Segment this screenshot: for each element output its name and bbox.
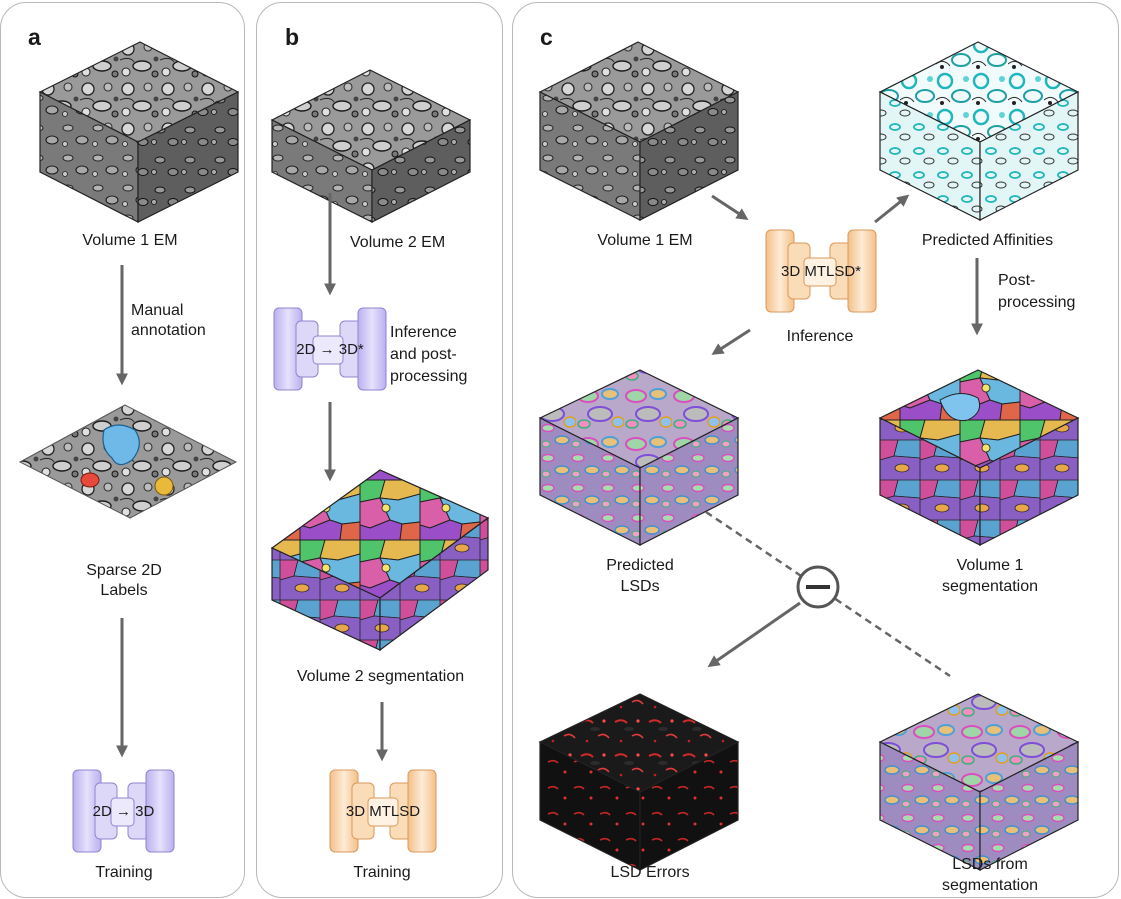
panel-c-inference-label: Inference bbox=[786, 328, 854, 345]
panel-letter-c: c bbox=[540, 24, 553, 50]
lsds-from-segmentation-cube bbox=[878, 693, 1080, 871]
panel-letter-a: a bbox=[28, 24, 41, 50]
panel-c-post-line2: processing bbox=[998, 294, 1076, 311]
panel-a-labels-line2: Labels bbox=[100, 582, 148, 599]
panel-c-seg-line1: Volume 1 bbox=[956, 557, 1024, 574]
panel-c-errors-label: LSD Errors bbox=[610, 864, 690, 881]
panel-c-post-line1: Post- bbox=[998, 272, 1036, 289]
panel-c-lsd-seg-line2: segmentation bbox=[941, 877, 1039, 894]
affinities-cube bbox=[878, 41, 1080, 221]
panel-c-volume-label: Volume 1 EM bbox=[597, 232, 693, 249]
network-2d-3d-star bbox=[273, 307, 387, 391]
panel-a-annotation-label: annotation bbox=[131, 322, 206, 339]
panel-b-segmentation-label: Volume 2 segmentation bbox=[296, 668, 465, 685]
panel-b-inference-line3: processing bbox=[390, 368, 468, 385]
panel-a-volume-label: Volume 1 EM bbox=[82, 232, 178, 249]
panel-b-training-label: Training bbox=[353, 864, 411, 881]
panel-b-inference-line1: Inference bbox=[390, 324, 457, 341]
volume1-em-cube-c bbox=[538, 41, 740, 221]
label-red-region bbox=[80, 472, 100, 488]
panel-c-affinities-label: Predicted Affinities bbox=[921, 232, 1054, 249]
label-yellow-region bbox=[154, 476, 174, 496]
volume2-segmentation-cube bbox=[270, 469, 490, 652]
arrow-c-to-errors bbox=[707, 601, 801, 668]
panel-c-pred-lsd-line1: Predicted bbox=[606, 557, 674, 574]
panel-a-manual-label: Manual bbox=[131, 302, 184, 319]
arrow-c-em-to-net bbox=[711, 194, 749, 220]
network-3d-mtlsd-star bbox=[765, 229, 877, 313]
lsd-errors-cube bbox=[538, 693, 740, 871]
arrow-c-net-to-affinities bbox=[874, 194, 910, 224]
panel-a-network-text: 2D → 3D bbox=[92, 803, 155, 820]
sparse-labels-slice bbox=[18, 404, 238, 519]
network-2d-3d-a bbox=[72, 769, 175, 853]
panel-b-network2-text: 3D MTLSD bbox=[345, 803, 421, 820]
panel-a-labels-line1: Sparse 2D bbox=[86, 562, 162, 579]
panel-c-seg-line2: segmentation bbox=[941, 578, 1039, 595]
panel-a-training-label: Training bbox=[95, 864, 153, 881]
network-3d-mtlsd-b bbox=[329, 769, 437, 853]
panel-b-inference-line2: and post- bbox=[390, 346, 457, 363]
volume1-em-cube-a bbox=[38, 41, 240, 223]
panel-c-network-text: 3D MTLSD* bbox=[780, 263, 862, 280]
panel-b-network-text: 2D → 3D* bbox=[296, 341, 364, 358]
panel-letter-b: b bbox=[285, 24, 300, 50]
volume1-segmentation-cube bbox=[878, 369, 1080, 546]
panel-c-lsd-seg-line1: LSDs from bbox=[952, 856, 1028, 873]
volume2-em-cube bbox=[270, 69, 472, 223]
panel-c-pred-lsd-line2: LSDs bbox=[620, 578, 660, 595]
label-blue-region bbox=[102, 424, 140, 466]
predicted-lsds-cube bbox=[538, 369, 740, 546]
panel-b-volume-label: Volume 2 EM bbox=[350, 234, 446, 251]
arrow-c-net-to-lsds bbox=[711, 328, 751, 355]
